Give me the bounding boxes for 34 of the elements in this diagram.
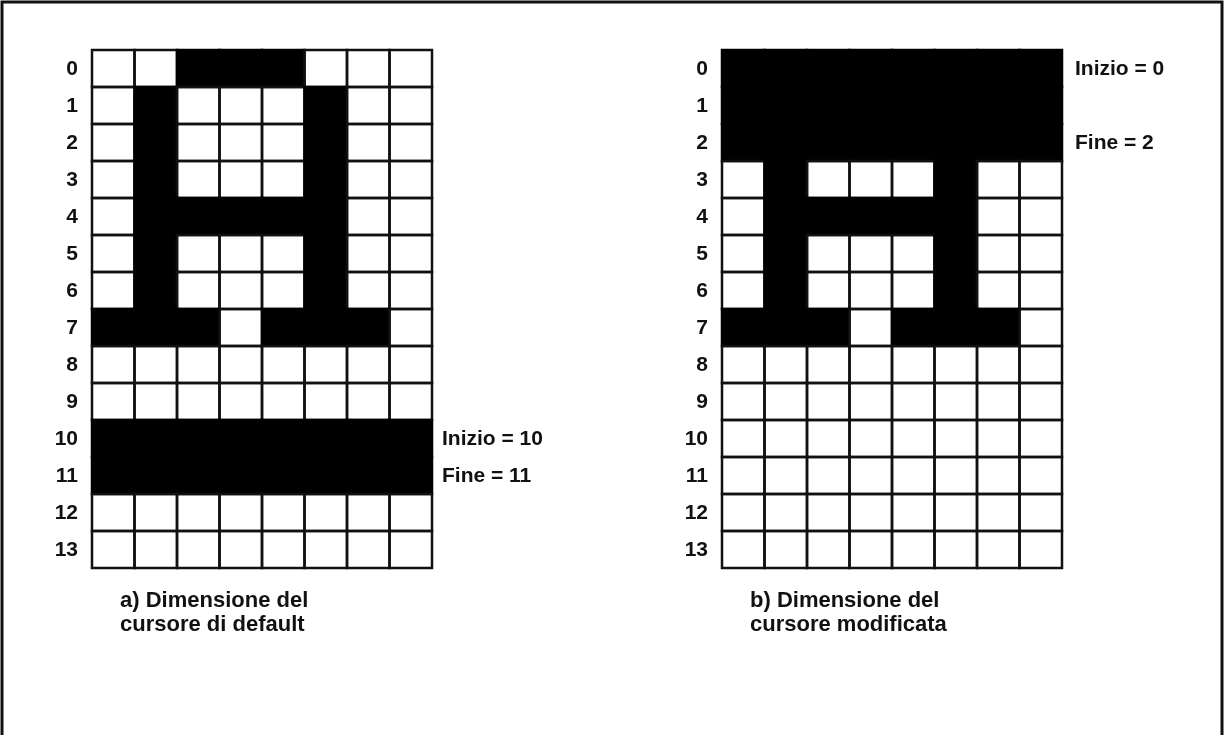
row-number: 6 [65, 278, 78, 302]
figure-caption: a) Dimensione del cursore di default [120, 588, 310, 636]
row-number: 12 [53, 500, 78, 524]
row-number: 11 [54, 463, 78, 487]
row-number: 6 [695, 278, 708, 302]
row-number: 12 [683, 500, 708, 524]
row-number: 3 [695, 167, 708, 191]
cursor-end-note: Fine = 11 [442, 463, 532, 487]
row-number: 13 [683, 537, 708, 561]
row-number: 2 [65, 130, 78, 154]
row-number: 0 [695, 56, 708, 80]
row-number: 13 [53, 537, 78, 561]
row-number: 10 [53, 426, 78, 450]
row-number: 3 [65, 167, 78, 191]
row-number: 10 [683, 426, 708, 450]
row-number: 0 [65, 56, 78, 80]
cursor-start-note: Inizio = 10 [442, 426, 543, 450]
row-number: 5 [695, 241, 708, 265]
cursor-end-note: Fine = 2 [1075, 130, 1154, 154]
row-number: 9 [65, 389, 78, 413]
row-number: 4 [695, 204, 708, 228]
row-number: 8 [695, 352, 708, 376]
row-number: 1 [695, 93, 708, 117]
row-number: 4 [65, 204, 78, 228]
row-number: 8 [65, 352, 78, 376]
figure-caption: b) Dimensione del cursore modificata [750, 588, 948, 636]
row-number: 11 [684, 463, 708, 487]
cursor-start-note: Inizio = 0 [1075, 56, 1165, 80]
row-number: 2 [695, 130, 708, 154]
row-number: 9 [695, 389, 708, 413]
row-number: 7 [695, 315, 708, 339]
row-number: 5 [65, 241, 78, 265]
row-number: 7 [65, 315, 78, 339]
row-number: 1 [65, 93, 78, 117]
